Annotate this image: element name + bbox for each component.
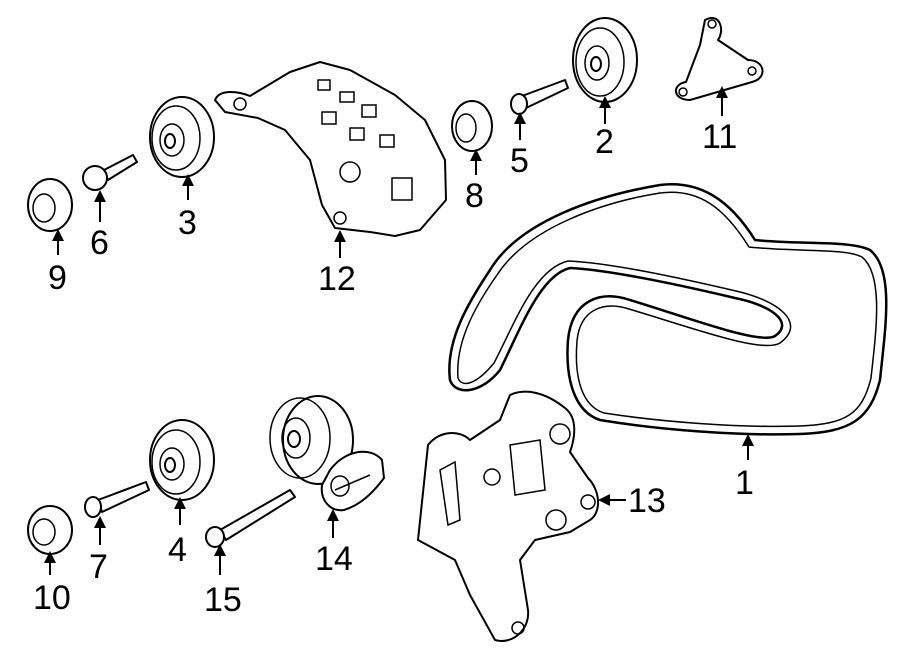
bolt-6 (82, 154, 138, 191)
callout-13: 13 (628, 482, 666, 520)
callout-4: 4 (168, 531, 187, 569)
callout-8: 8 (465, 177, 484, 215)
callout-11: 11 (702, 118, 737, 156)
tensioner-bracket-13 (417, 390, 599, 642)
callout-14: 14 (315, 540, 353, 578)
bracket-11 (675, 17, 764, 101)
callout-2: 2 (595, 123, 614, 161)
bolt-7 (84, 481, 150, 518)
pulley-cover-9 (27, 178, 73, 232)
callout-12: 12 (318, 260, 356, 298)
callout-3: 3 (178, 204, 197, 242)
bolt-5 (510, 79, 569, 115)
callout-7: 7 (89, 548, 108, 586)
tensioner-14 (269, 395, 385, 512)
callout-5: 5 (510, 142, 529, 180)
callout-6: 6 (90, 224, 109, 262)
idler-pulley-3 (149, 96, 215, 178)
callout-1: 1 (735, 464, 754, 502)
pulley-cover-10 (27, 505, 73, 555)
bolt-15 (205, 489, 296, 548)
callout-10: 10 (33, 579, 71, 617)
serpentine-belt (448, 183, 888, 436)
callout-9: 9 (48, 259, 67, 297)
pulley-cover-8 (451, 100, 493, 152)
idler-pulley-4 (149, 419, 215, 501)
callout-15: 15 (204, 581, 242, 619)
bracket-12 (214, 61, 447, 237)
idler-pulley-2 (572, 17, 638, 103)
